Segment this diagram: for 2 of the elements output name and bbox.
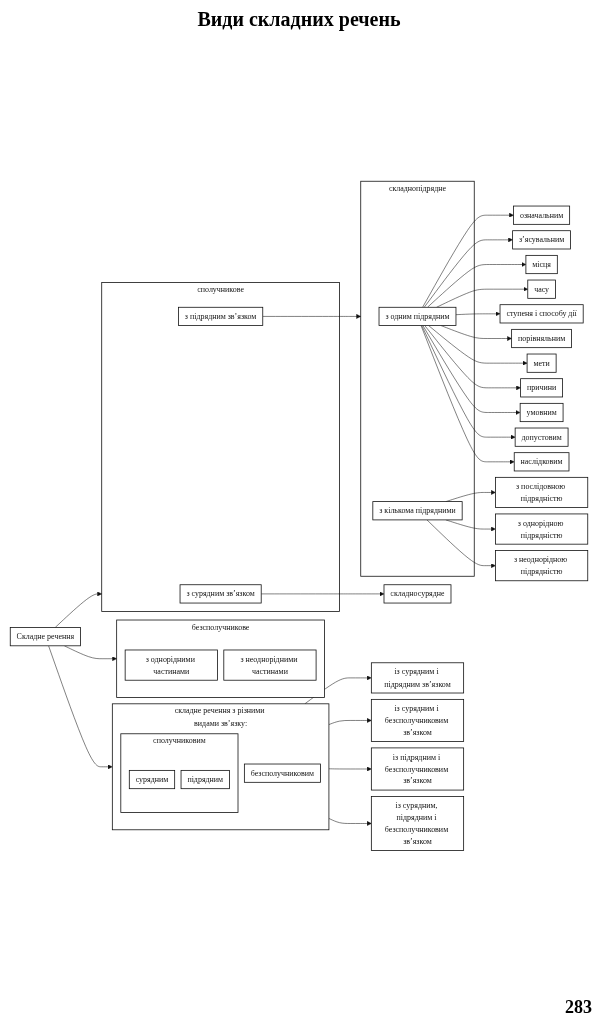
page-number: 283 (565, 997, 592, 1017)
diagram-title: Види складних речень (196, 8, 402, 31)
